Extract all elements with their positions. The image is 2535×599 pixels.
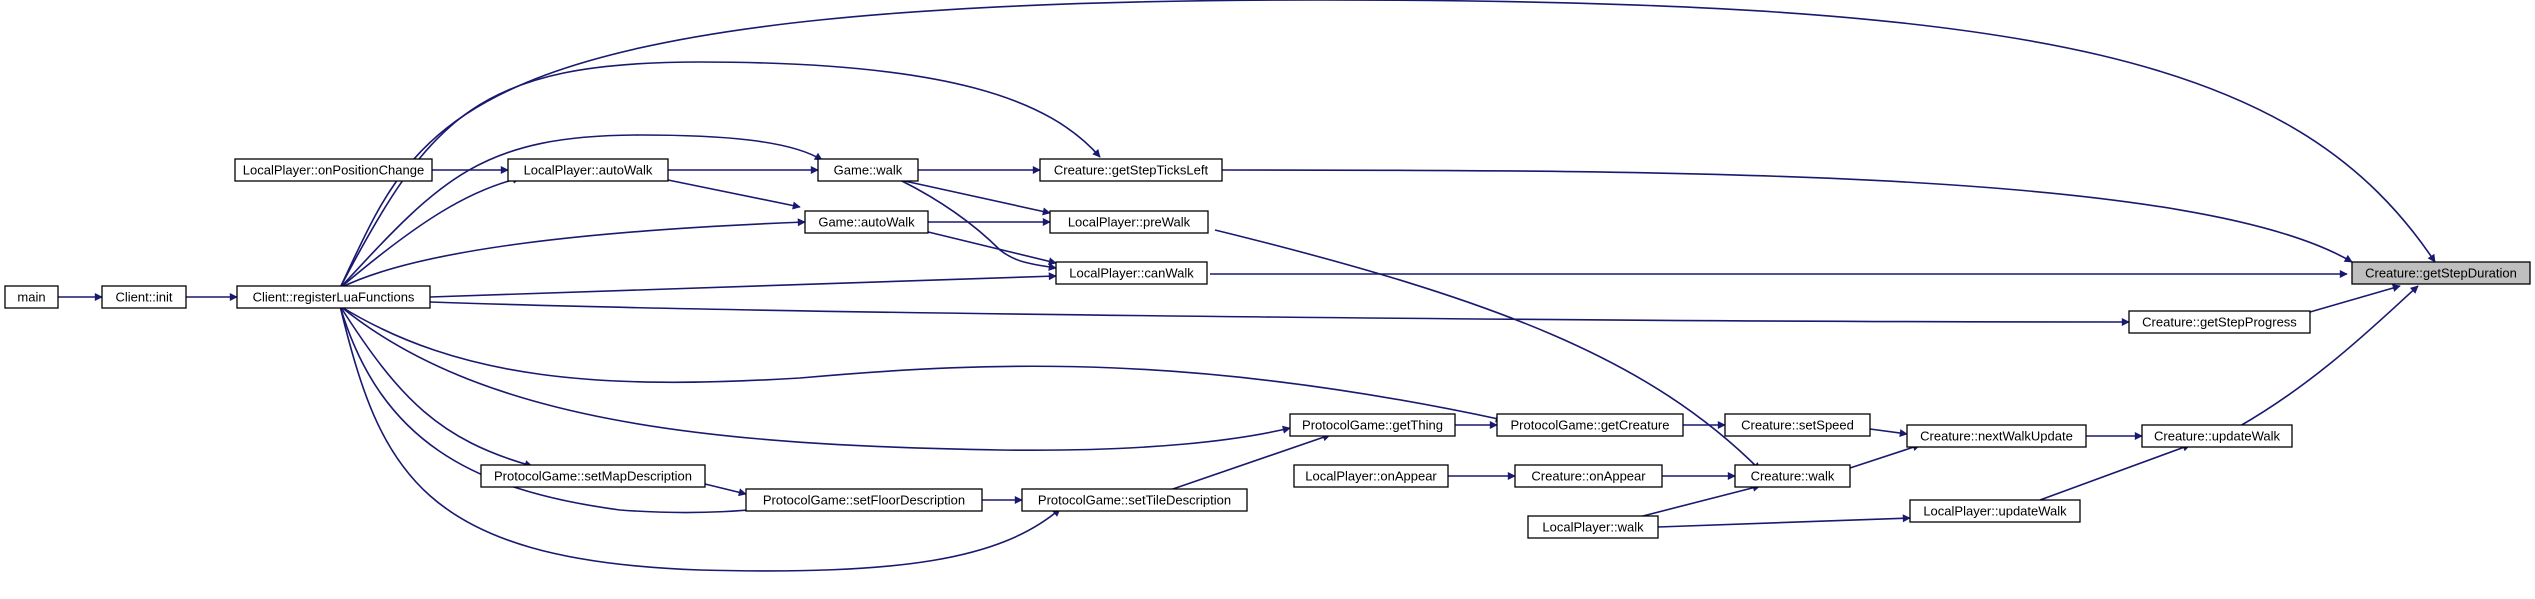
- node-cr-get-step-duration[interactable]: Creature::getStepDuration: [2351, 261, 2531, 285]
- node-label: Game::autoWalk: [818, 215, 915, 230]
- node-label: ProtocolGame::setFloorDescription: [763, 493, 965, 508]
- node-label: LocalPlayer::onAppear: [1305, 469, 1437, 484]
- nodes: main Client::init Client::registerLuaFun…: [4, 158, 2531, 539]
- node-cr-on-appear[interactable]: Creature::onAppear: [1514, 464, 1663, 488]
- node-cr-walk[interactable]: Creature::walk: [1734, 464, 1851, 488]
- edge-register-to-pg-settiledescription: [339, 305, 1061, 572]
- edge-game-autowalk-to-lp-canwalk: [919, 229, 1057, 266]
- edge-lp-autowalk-to-game-autowalk: [667, 179, 801, 210]
- edge-lp-walk-to-cr-walk: [1634, 483, 1761, 519]
- edge-register-to-getstepprogress: [429, 301, 2130, 326]
- node-lp-pre-walk[interactable]: LocalPlayer::preWalk: [1049, 210, 1209, 234]
- edges: [58, 0, 2436, 572]
- edge-register-to-pg-setmapdescription: [339, 305, 533, 468]
- node-lp-can-walk[interactable]: LocalPlayer::canWalk: [1055, 261, 1208, 285]
- node-client-register-lua-functions[interactable]: Client::registerLuaFunctions: [236, 285, 431, 309]
- node-label: ProtocolGame::getCreature: [1511, 418, 1670, 433]
- edge-game-walk-to-lp-prewalk: [899, 179, 1051, 216]
- edge-pg-settiledescription-to-pg-getthing: [1169, 433, 1331, 491]
- edge-register-to-game-autowalk: [339, 218, 806, 289]
- node-label: LocalPlayer::updateWalk: [1923, 504, 2067, 519]
- node-lp-update-walk[interactable]: LocalPlayer::updateWalk: [1909, 499, 2081, 523]
- edge-lp-walk-to-lp-updatewalk: [1657, 514, 1911, 528]
- node-label: Creature::setSpeed: [1741, 418, 1854, 433]
- node-label: LocalPlayer::onPositionChange: [243, 163, 424, 178]
- edge-game-walk-to-lp-canwalk: [899, 179, 1057, 271]
- node-game-auto-walk[interactable]: Game::autoWalk: [804, 210, 929, 234]
- node-label: LocalPlayer::canWalk: [1069, 266, 1194, 281]
- node-pg-get-creature[interactable]: ProtocolGame::getCreature: [1496, 413, 1684, 437]
- node-lp-on-appear[interactable]: LocalPlayer::onAppear: [1293, 464, 1449, 488]
- node-pg-get-thing[interactable]: ProtocolGame::getThing: [1289, 413, 1456, 437]
- edge-lp-updatewalk-to-cr-updatewalk: [2039, 443, 2191, 501]
- node-cr-get-step-progress[interactable]: Creature::getStepProgress: [2128, 310, 2311, 334]
- node-label: Creature::getStepDuration: [2365, 266, 2517, 281]
- node-pg-set-floor-description[interactable]: ProtocolGame::setFloorDescription: [745, 488, 983, 512]
- node-label: Creature::getStepTicksLeft: [1054, 163, 1209, 178]
- node-label: Creature::updateWalk: [2154, 429, 2280, 444]
- edge-getstepprogress-to-getstepduration: [2309, 284, 2401, 313]
- node-label: main: [17, 290, 45, 305]
- edge-register-to-pg-getthing: [339, 305, 1291, 452]
- node-cr-set-speed[interactable]: Creature::setSpeed: [1724, 413, 1871, 437]
- node-pg-set-tile-description[interactable]: ProtocolGame::setTileDescription: [1021, 488, 1248, 512]
- edge-register-to-pg-getcreature: [339, 305, 1504, 423]
- node-pg-set-map-description[interactable]: ProtocolGame::setMapDescription: [480, 464, 706, 488]
- edge-cr-updatewalk-to-getstepduration: [2239, 285, 2419, 427]
- edge-register-to-pg-setfloordescription: [339, 305, 789, 514]
- node-label: Client::registerLuaFunctions: [253, 290, 415, 305]
- node-label: ProtocolGame::getThing: [1302, 418, 1443, 433]
- edge-pg-setmapdescription-to-pg-setfloordescription: [704, 483, 747, 497]
- node-label: ProtocolGame::setMapDescription: [494, 469, 692, 484]
- node-cr-update-walk[interactable]: Creature::updateWalk: [2141, 424, 2293, 448]
- node-label: LocalPlayer::autoWalk: [524, 163, 653, 178]
- node-label: Creature::nextWalkUpdate: [1920, 429, 2073, 444]
- edge-getstepticksleft-to-getstepduration: [1221, 169, 2353, 263]
- node-label: ProtocolGame::setTileDescription: [1038, 493, 1231, 508]
- node-lp-on-position-change[interactable]: LocalPlayer::onPositionChange: [234, 158, 433, 182]
- edge-register-to-lp-autowalk: [339, 175, 521, 289]
- edge-register-to-getstepduration-top: [339, 0, 2436, 289]
- node-client-init[interactable]: Client::init: [101, 285, 187, 309]
- node-label: Client::init: [115, 290, 172, 305]
- edge-register-to-lp-canwalk: [429, 272, 1057, 298]
- edge-lp-prewalk-to-cr-walk: [1214, 229, 1761, 471]
- edge-register-to-game-walk: [339, 134, 823, 289]
- node-label: Creature::getStepProgress: [2142, 315, 2297, 330]
- node-label: Creature::walk: [1751, 469, 1835, 484]
- node-label: Game::walk: [834, 163, 903, 178]
- edge-cr-setspeed-to-cr-nextwalkupdate: [1869, 428, 1908, 437]
- node-label: Creature::onAppear: [1531, 469, 1646, 484]
- node-lp-walk[interactable]: LocalPlayer::walk: [1527, 515, 1659, 539]
- node-lp-auto-walk[interactable]: LocalPlayer::autoWalk: [507, 158, 669, 182]
- edge-cr-walk-to-cr-nextwalkupdate: [1849, 443, 1921, 469]
- node-game-walk[interactable]: Game::walk: [817, 158, 919, 182]
- node-main[interactable]: main: [4, 285, 59, 309]
- node-cr-next-walk-update[interactable]: Creature::nextWalkUpdate: [1906, 424, 2087, 448]
- node-label: LocalPlayer::walk: [1542, 520, 1644, 535]
- node-cr-get-step-ticks-left[interactable]: Creature::getStepTicksLeft: [1039, 158, 1223, 182]
- node-label: LocalPlayer::preWalk: [1068, 215, 1191, 230]
